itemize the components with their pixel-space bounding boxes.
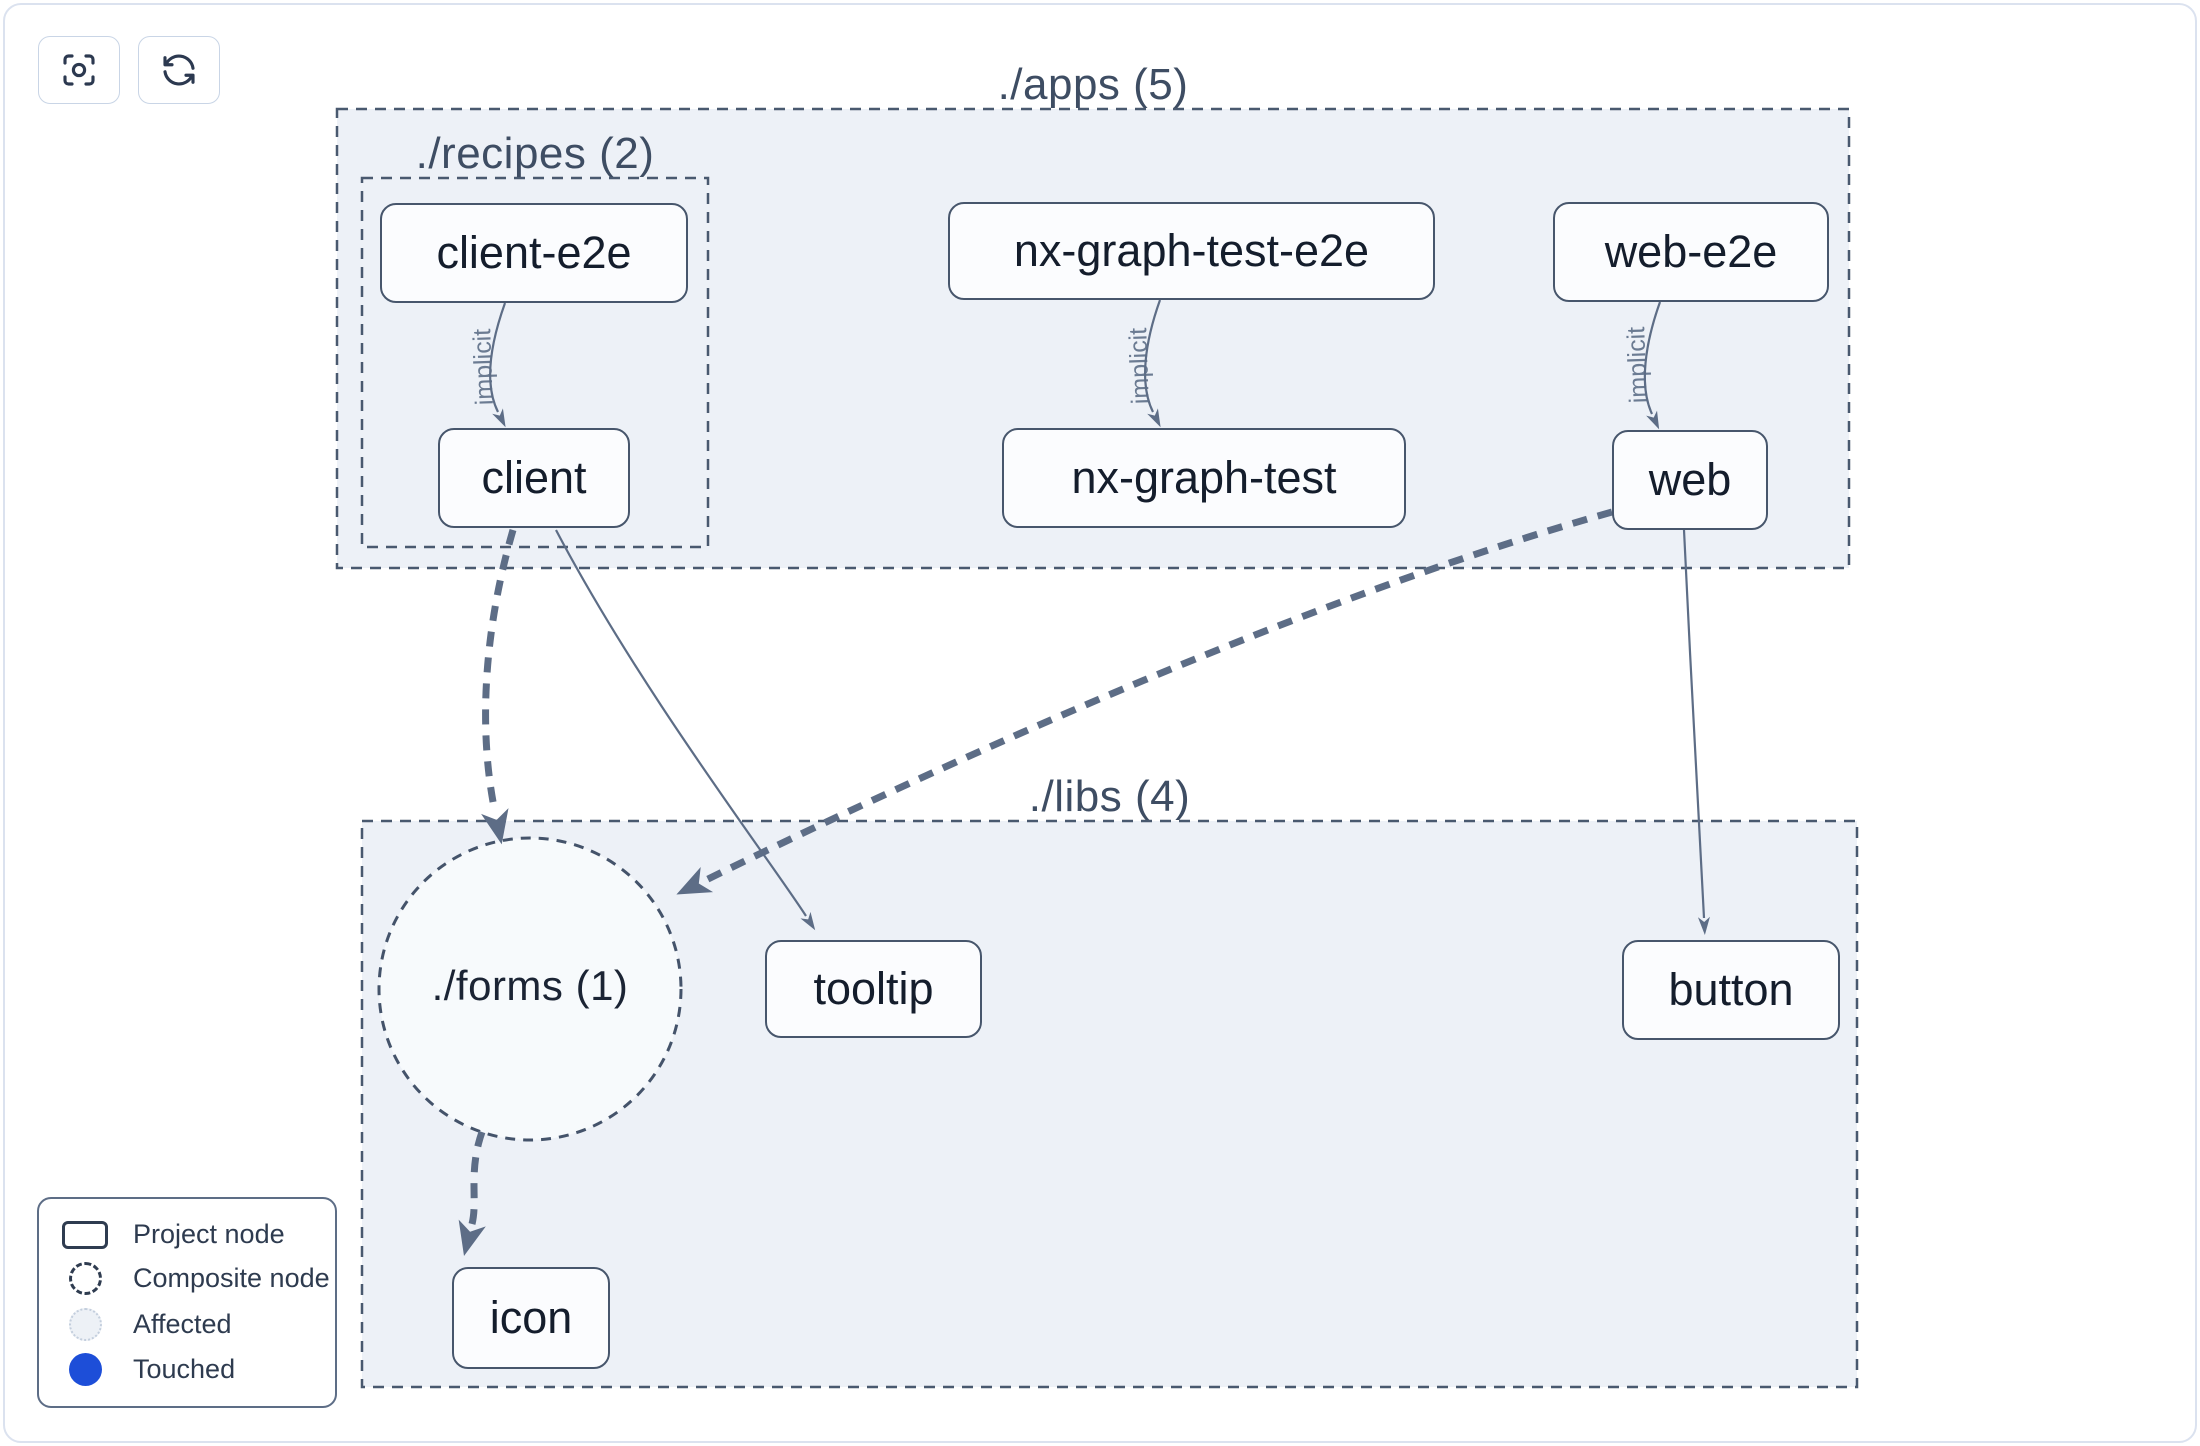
legend-label: Touched	[133, 1353, 236, 1384]
group-label-apps: ./apps (5)	[997, 60, 1189, 109]
node-nx-graph-test[interactable]: nx-graph-test	[1002, 428, 1406, 528]
edge-label-implicit-2: implicit	[1124, 327, 1155, 405]
node-button[interactable]: button	[1622, 940, 1840, 1040]
group-label-libs: ./libs (4)	[1028, 772, 1191, 821]
touched-swatch	[68, 1352, 102, 1386]
legend-item-affected: Affected	[59, 1307, 335, 1341]
node-tooltip[interactable]: tooltip	[765, 940, 982, 1038]
center-graph-button[interactable]	[38, 36, 120, 104]
refresh-icon	[158, 49, 200, 91]
node-icon[interactable]: icon	[452, 1267, 610, 1369]
toolbar	[38, 36, 220, 104]
node-client[interactable]: client	[438, 428, 630, 528]
node-web[interactable]: web	[1612, 430, 1768, 530]
node-nx-graph-test-e2e[interactable]: nx-graph-test-e2e	[948, 202, 1435, 300]
affected-swatch	[68, 1307, 102, 1341]
legend-item-composite-node: Composite node	[59, 1262, 335, 1296]
composite-node-swatch	[68, 1262, 102, 1296]
legend-item-project-node: Project node	[59, 1219, 335, 1250]
node-web-e2e[interactable]: web-e2e	[1553, 202, 1829, 302]
legend-label: Project node	[133, 1219, 285, 1250]
group-recipes-container	[360, 176, 710, 549]
group-label-recipes: ./recipes (2)	[415, 129, 655, 178]
legend-label: Affected	[133, 1308, 232, 1339]
scan-focus-icon	[58, 49, 100, 91]
composite-node-forms-label[interactable]: ./forms (1)	[431, 962, 629, 1009]
node-client-e2e[interactable]: client-e2e	[380, 203, 688, 303]
refresh-graph-button[interactable]	[138, 36, 220, 104]
legend-item-touched: Touched	[59, 1352, 335, 1386]
legend-label: Composite node	[133, 1263, 330, 1294]
edge-label-implicit-3: implicit	[1622, 326, 1653, 404]
project-node-swatch	[62, 1220, 108, 1249]
legend: Project node Composite node Affected Tou…	[37, 1197, 337, 1408]
edge-label-implicit-1: implicit	[468, 328, 499, 406]
